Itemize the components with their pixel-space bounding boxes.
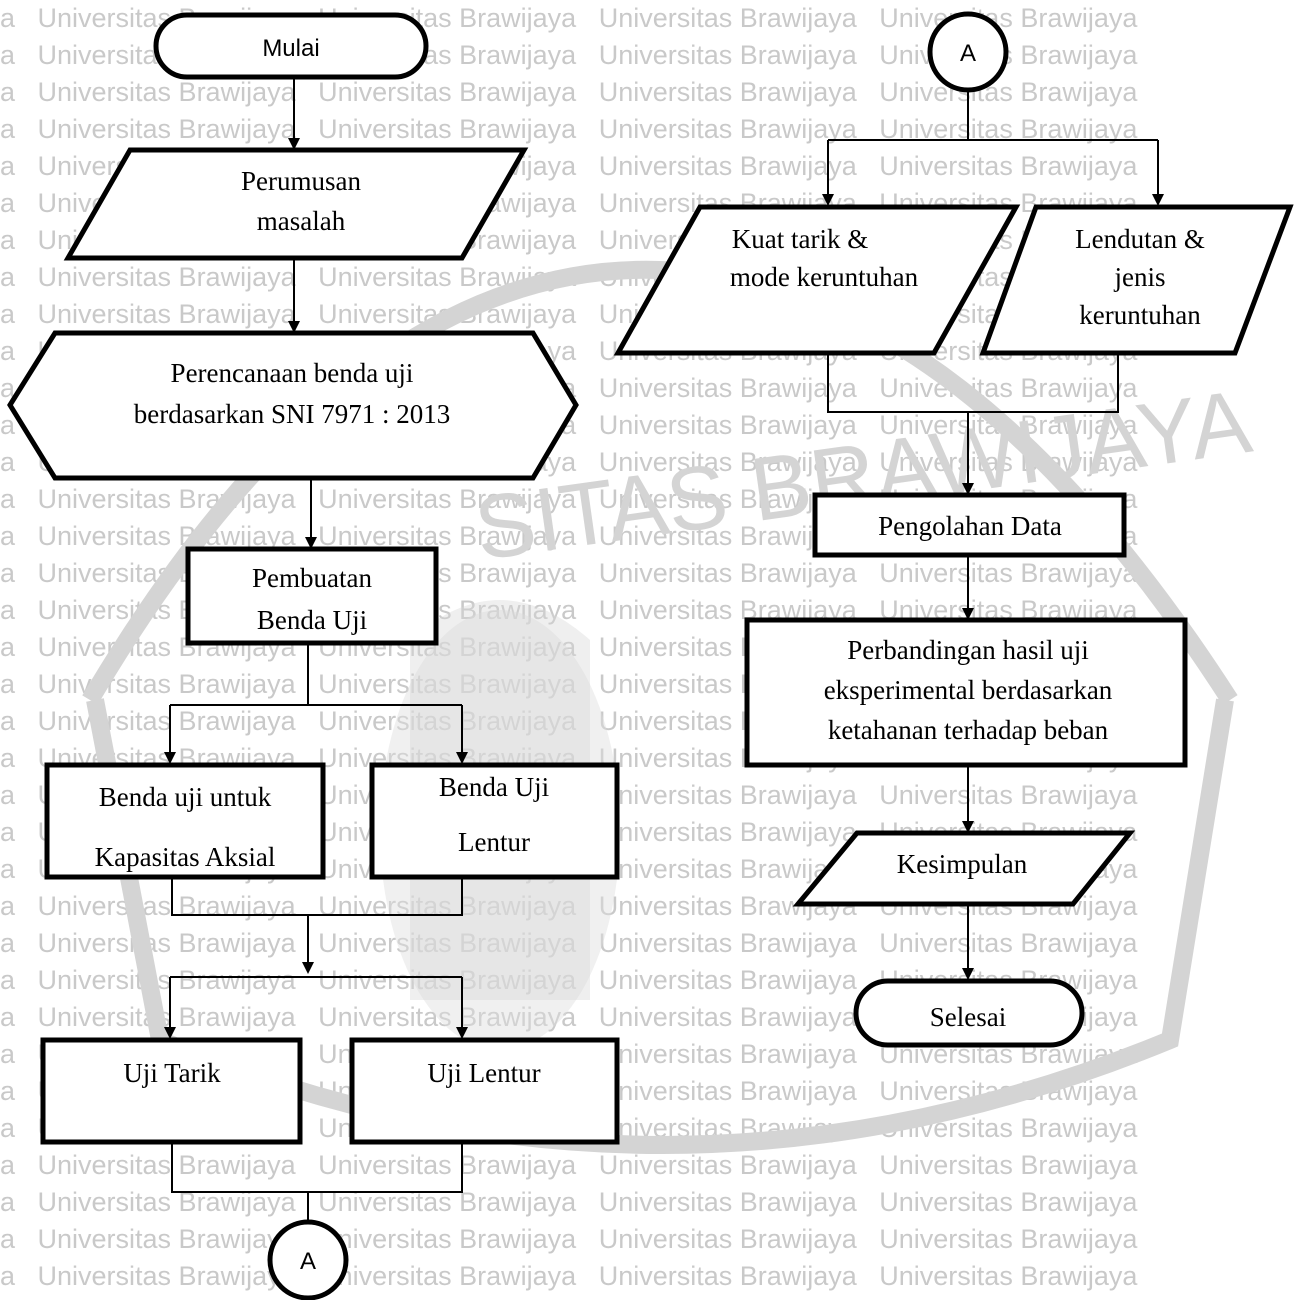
svg-text:keruntuhan: keruntuhan: [1079, 300, 1201, 330]
svg-text:masalah: masalah: [257, 206, 346, 236]
node-axial-specimen: Benda uji untuk Kapasitas Aksial: [44, 762, 326, 880]
svg-text:Benda uji untuk: Benda uji untuk: [99, 782, 272, 812]
node-start: Mulai: [153, 12, 429, 80]
watermark-line: a Universitas Brawijaya Universitas Braw…: [0, 77, 1138, 107]
svg-text:jenis: jenis: [1114, 262, 1166, 292]
svg-text:Uji Lentur: Uji Lentur: [427, 1058, 540, 1088]
node-bending-test: Uji Lentur: [349, 1037, 620, 1145]
svg-text:ketahanan terhadap beban: ketahanan terhadap beban: [828, 715, 1109, 745]
svg-text:A: A: [300, 1248, 316, 1275]
svg-text:Kapasitas Aksial: Kapasitas Aksial: [95, 842, 276, 872]
svg-text:Perumusan: Perumusan: [241, 166, 361, 196]
node-comparison: Perbandingan hasil uji eksperimental ber…: [744, 617, 1188, 768]
svg-text:Lendutan &: Lendutan &: [1075, 224, 1205, 254]
svg-text:Pembuatan: Pembuatan: [252, 563, 372, 593]
node-output-tensile: Kuat tarik & mode keruntuhan: [613, 204, 1021, 356]
connector-a-bottom: A: [267, 1219, 349, 1300]
watermark-line: a Universitas Brawijaya Universitas Braw…: [0, 1224, 1138, 1254]
node-making: Pembuatan Benda Uji: [185, 546, 439, 646]
svg-text:Kesimpulan: Kesimpulan: [897, 849, 1028, 879]
svg-text:berdasarkan SNI 7971 : 2013: berdasarkan SNI 7971 : 2013: [134, 399, 450, 429]
watermark-line: a Universitas Brawijaya Universitas Braw…: [0, 1150, 1138, 1180]
svg-text:Mulai: Mulai: [262, 35, 319, 62]
node-processing: Pengolahan Data: [812, 492, 1127, 558]
node-tensile-test: Uji Tarik: [40, 1037, 303, 1145]
svg-text:mode keruntuhan: mode keruntuhan: [730, 262, 919, 292]
node-output-bending: Lendutan & jenis keruntuhan: [979, 204, 1294, 356]
node-end: Selesai: [853, 978, 1085, 1048]
svg-text:Benda Uji: Benda Uji: [439, 772, 549, 802]
svg-text:Perencanaan benda uji: Perencanaan benda uji: [171, 358, 414, 388]
svg-text:Uji Tarik: Uji Tarik: [123, 1058, 221, 1088]
svg-text:Benda Uji: Benda Uji: [257, 605, 367, 635]
svg-text:Selesai: Selesai: [930, 1002, 1006, 1032]
watermark-line: a Universitas Brawijaya Universitas Braw…: [0, 1295, 1298, 1300]
svg-text:Perbandingan hasil uji: Perbandingan hasil uji: [847, 635, 1088, 665]
watermark-line: a Universitas Brawijaya Universitas Braw…: [0, 928, 1138, 958]
node-planning: Perencanaan benda uji berdasarkan SNI 79…: [7, 330, 579, 481]
svg-text:eksperimental berdasarkan: eksperimental berdasarkan: [824, 675, 1113, 705]
connector-a-top: A: [927, 11, 1009, 93]
watermark-line: a Universitas Brawijaya Universitas Braw…: [0, 1261, 1138, 1291]
node-conclusion: Kesimpulan: [792, 830, 1136, 907]
svg-text:Kuat tarik &: Kuat tarik &: [732, 224, 868, 254]
svg-text:Pengolahan Data: Pengolahan Data: [878, 511, 1062, 541]
node-problem: Perumusan masalah: [63, 147, 529, 261]
svg-text:Lentur: Lentur: [458, 827, 530, 857]
svg-text:A: A: [960, 40, 976, 67]
node-bending-specimen: Benda Uji Lentur: [369, 762, 620, 880]
